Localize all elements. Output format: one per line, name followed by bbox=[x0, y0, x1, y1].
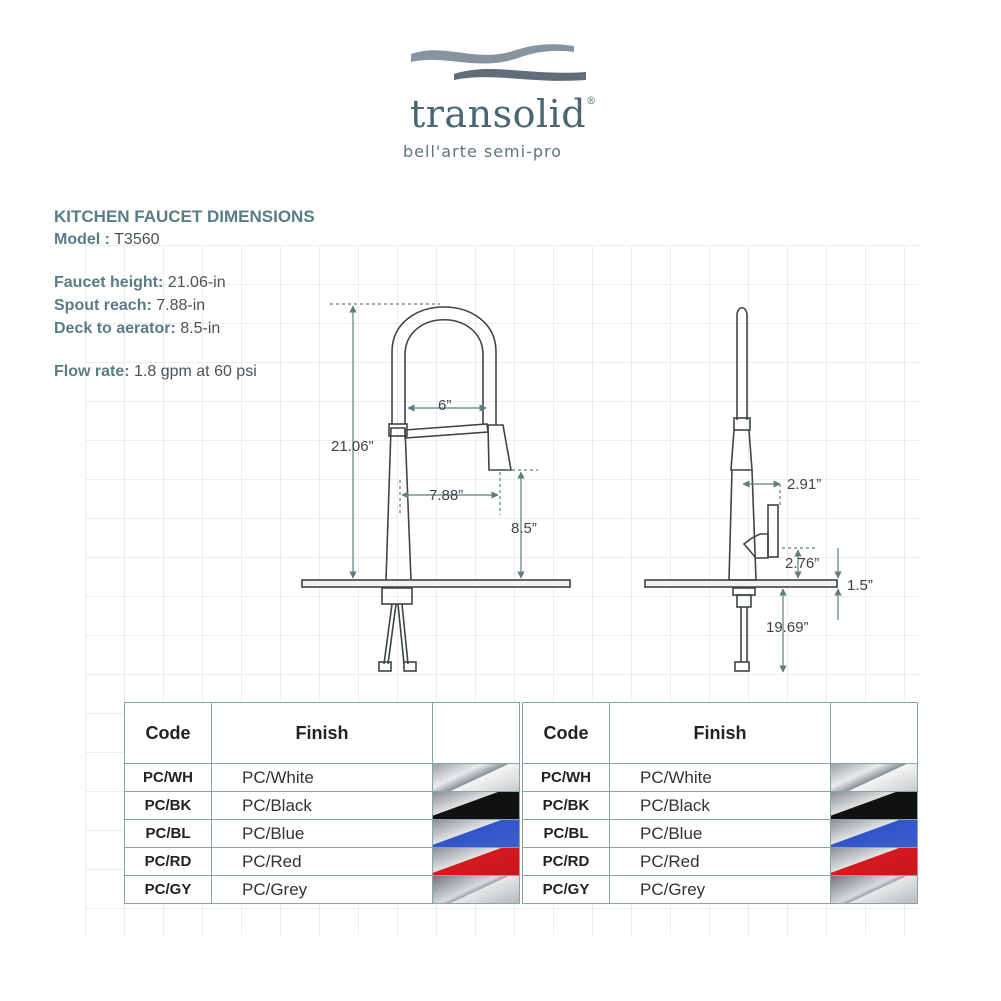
code-header: Code bbox=[522, 702, 610, 764]
finish-name: PC/White bbox=[211, 763, 433, 792]
side-shank-fitting bbox=[734, 661, 750, 672]
table-row: PC/BK PC/Black bbox=[124, 791, 520, 820]
front-spring-arc-outer bbox=[391, 306, 497, 425]
front-shank-nut bbox=[381, 587, 413, 605]
spec-heading: KITCHEN FAUCET DIMENSIONS bbox=[54, 207, 315, 226]
finish-name: PC/Blue bbox=[211, 819, 433, 848]
table-row: PC/BL PC/Blue bbox=[522, 819, 918, 848]
front-hose-fitting-left bbox=[378, 661, 392, 672]
handle-height-label: 2.76” bbox=[785, 555, 819, 572]
front-spout-arm bbox=[404, 423, 489, 439]
front-spray-head bbox=[487, 424, 512, 471]
table-row: PC/BK PC/Black bbox=[522, 791, 918, 820]
model-line: Model : T3560 bbox=[54, 231, 160, 248]
finish-code: PC/GY bbox=[124, 875, 212, 904]
table-row: PC/GY PC/Grey bbox=[522, 875, 918, 904]
table-row: PC/RD PC/Red bbox=[124, 847, 520, 876]
front-hose-fitting-right bbox=[403, 661, 417, 672]
brand-logo: transolid® bell'arte semi-pro bbox=[400, 38, 600, 168]
red-swatch bbox=[831, 848, 917, 875]
white-swatch bbox=[433, 764, 519, 791]
front-spring-arc-inner bbox=[404, 318, 484, 425]
black-swatch bbox=[433, 792, 519, 819]
finish-name: PC/Grey bbox=[609, 875, 831, 904]
side-handle-lever bbox=[767, 504, 779, 558]
brand-tagline: bell'arte semi-pro bbox=[403, 142, 563, 161]
front-countertop bbox=[301, 579, 571, 588]
side-mount-washer bbox=[736, 594, 752, 608]
handle-offset-label: 2.91” bbox=[787, 476, 821, 493]
side-countertop bbox=[644, 579, 838, 588]
side-dimensions bbox=[742, 480, 842, 673]
deck-to-aerator-line: Deck to aerator: 8.5-in bbox=[54, 320, 221, 337]
side-mount-nut bbox=[732, 587, 756, 596]
grey-swatch bbox=[433, 876, 519, 903]
finish-code: PC/RD bbox=[522, 847, 610, 876]
side-handle-base bbox=[742, 533, 769, 559]
red-swatch bbox=[433, 848, 519, 875]
grey-swatch bbox=[831, 876, 917, 903]
finish-name: PC/Red bbox=[211, 847, 433, 876]
finish-code: PC/BK bbox=[522, 791, 610, 820]
deck-thickness-label: 1.5” bbox=[847, 577, 873, 594]
spec-block: KITCHEN FAUCET DIMENSIONS Model : T3560 … bbox=[54, 205, 315, 383]
side-collar bbox=[733, 417, 751, 431]
front-dimensions bbox=[330, 303, 538, 579]
finish-code: PC/WH bbox=[522, 763, 610, 792]
shank-length-label: 19.69” bbox=[766, 619, 809, 636]
spout-reach-line: Spout reach: 7.88-in bbox=[54, 297, 206, 314]
finish-table-right: Code Finish PC/WH PC/White PC/BK PC/Blac… bbox=[522, 702, 918, 904]
black-swatch bbox=[831, 792, 917, 819]
blue-swatch bbox=[433, 820, 519, 847]
side-view bbox=[644, 306, 838, 672]
swatch-header bbox=[830, 702, 918, 764]
front-body bbox=[385, 427, 412, 581]
finish-name: PC/Red bbox=[609, 847, 831, 876]
aerator-label: 8.5” bbox=[511, 520, 537, 537]
white-swatch bbox=[831, 764, 917, 791]
finish-code: PC/WH bbox=[124, 763, 212, 792]
swatch-header bbox=[432, 702, 520, 764]
brand-name: transolid® bbox=[410, 92, 597, 136]
table-row: PC/GY PC/Grey bbox=[124, 875, 520, 904]
code-header: Code bbox=[124, 702, 212, 764]
finish-name: PC/White bbox=[609, 763, 831, 792]
finish-code: PC/BL bbox=[522, 819, 610, 848]
finish-header: Finish bbox=[609, 702, 831, 764]
flow-rate-line: Flow rate: 1.8 gpm at 60 psi bbox=[54, 363, 257, 380]
table-row: PC/BL PC/Blue bbox=[124, 819, 520, 848]
finish-header: Finish bbox=[211, 702, 433, 764]
arc-width-label: 6” bbox=[438, 397, 451, 414]
finish-table-left: Code Finish PC/WH PC/White PC/BK PC/Blac… bbox=[124, 702, 520, 904]
reach-label: 7.88” bbox=[429, 487, 463, 504]
front-view bbox=[301, 306, 571, 672]
finish-code: PC/GY bbox=[522, 875, 610, 904]
finish-name: PC/Grey bbox=[211, 875, 433, 904]
front-supply-hoses bbox=[383, 603, 409, 665]
finish-code: PC/BL bbox=[124, 819, 212, 848]
wave-logo-icon bbox=[411, 44, 586, 81]
faucet-height-line: Faucet height: 21.06-in bbox=[54, 274, 226, 291]
blue-swatch bbox=[831, 820, 917, 847]
finish-code: PC/RD bbox=[124, 847, 212, 876]
finish-name: PC/Black bbox=[609, 791, 831, 820]
height-label: 21.06” bbox=[331, 438, 374, 455]
side-spring-tube bbox=[736, 306, 748, 420]
side-spray-head bbox=[730, 429, 753, 471]
finish-code: PC/BK bbox=[124, 791, 212, 820]
table-row: PC/WH PC/White bbox=[522, 763, 918, 792]
table-row: PC/WH PC/White bbox=[124, 763, 520, 792]
side-body bbox=[728, 469, 757, 581]
finish-name: PC/Blue bbox=[609, 819, 831, 848]
finish-name: PC/Black bbox=[211, 791, 433, 820]
table-row: PC/RD PC/Red bbox=[522, 847, 918, 876]
